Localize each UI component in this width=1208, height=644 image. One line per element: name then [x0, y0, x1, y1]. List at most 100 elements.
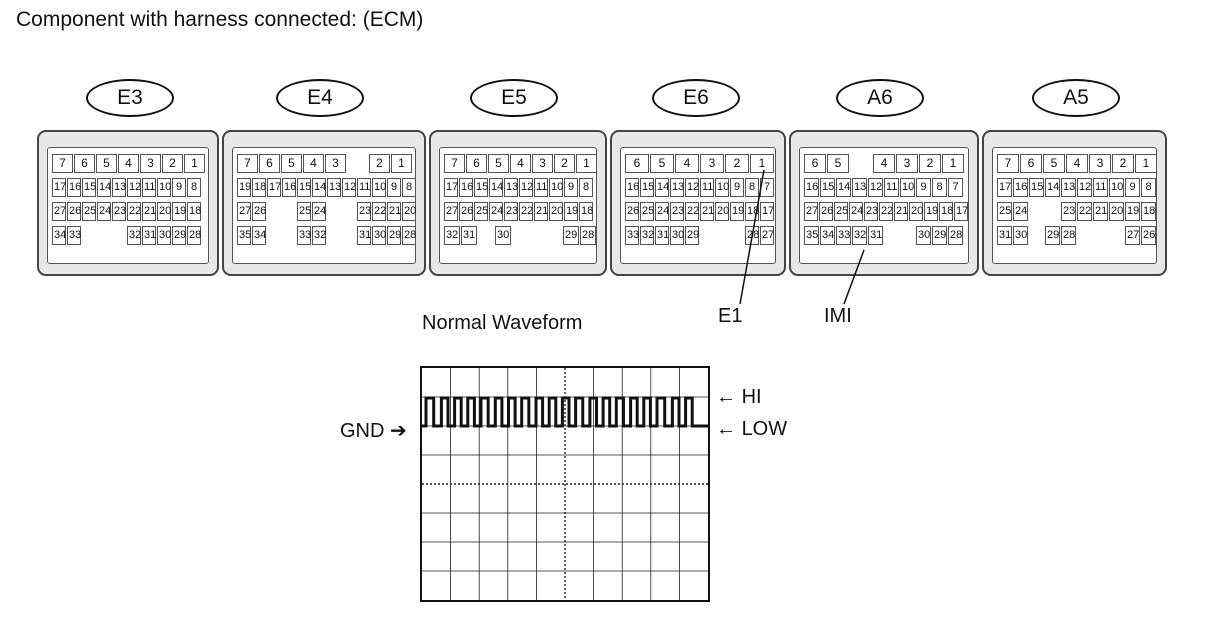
pin: 18 [745, 202, 759, 221]
pin: 33 [67, 226, 81, 245]
pin: 3 [325, 154, 346, 173]
connector-label-e4: E4 [276, 79, 364, 117]
pin: 23 [670, 202, 684, 221]
pin: 11 [1093, 178, 1108, 197]
pin: 7 [948, 178, 963, 197]
pin: 30 [1013, 226, 1028, 245]
pin: 2 [919, 154, 941, 173]
pin: 4 [118, 154, 139, 173]
pin: 25 [297, 202, 311, 221]
pin-gap [282, 202, 296, 221]
connector-label-e5: E5 [470, 79, 558, 117]
pin: 6 [1020, 154, 1042, 173]
pin: 33 [297, 226, 311, 245]
pin: 24 [489, 202, 503, 221]
pin: 13 [670, 178, 684, 197]
pin: 22 [127, 202, 141, 221]
pin: 5 [96, 154, 117, 173]
pin: 18 [187, 202, 201, 221]
pin: 35 [237, 226, 251, 245]
pin: 23 [504, 202, 518, 221]
pin: 16 [804, 178, 819, 197]
pin: 21 [387, 202, 401, 221]
pin: 28 [580, 226, 596, 245]
pin: 34 [252, 226, 266, 245]
gnd-text: GND [340, 420, 385, 442]
pin: 31 [655, 226, 669, 245]
pin: 9 [387, 178, 401, 197]
pin: 26 [252, 202, 266, 221]
pin: 31 [357, 226, 371, 245]
pin: 23 [1061, 202, 1076, 221]
pin: 3 [1089, 154, 1111, 173]
pin-gap [347, 154, 368, 173]
pin: 29 [1045, 226, 1060, 245]
pin: 21 [894, 202, 908, 221]
pin: 10 [715, 178, 729, 197]
pin: 9 [1125, 178, 1140, 197]
pin: 14 [836, 178, 851, 197]
pin: 13 [1061, 178, 1076, 197]
pin: 21 [534, 202, 548, 221]
pin: 1 [1135, 154, 1157, 173]
pin-gap [715, 226, 729, 245]
pin: 19 [237, 178, 251, 197]
pin: 8 [187, 178, 201, 197]
pin: 27 [760, 226, 774, 245]
pin: 3 [140, 154, 161, 173]
pin: 31 [997, 226, 1012, 245]
pin: 31 [142, 226, 156, 245]
pin: 5 [650, 154, 674, 173]
pin: 15 [297, 178, 311, 197]
pin: 29 [932, 226, 947, 245]
pin: 15 [474, 178, 488, 197]
pin: 2 [725, 154, 749, 173]
left-arrow-icon: ← [716, 418, 736, 440]
pin: 10 [157, 178, 171, 197]
pin-gap [342, 226, 356, 245]
pin: 18 [579, 202, 593, 221]
pin: 16 [625, 178, 639, 197]
low-label: ← LOW [716, 418, 787, 441]
pin: 15 [82, 178, 96, 197]
pin-gap [1093, 226, 1108, 245]
pin: 17 [997, 178, 1012, 197]
pin: 12 [685, 178, 699, 197]
pin: 33 [625, 226, 639, 245]
pin-gap [730, 226, 744, 245]
pin-gap [82, 226, 96, 245]
pin: 23 [864, 202, 878, 221]
pin: 26 [625, 202, 639, 221]
pin: 9 [172, 178, 186, 197]
pin: 11 [534, 178, 548, 197]
pin: 34 [52, 226, 66, 245]
pin: 3 [700, 154, 724, 173]
pin: 1 [576, 154, 597, 173]
pin: 8 [402, 178, 416, 197]
pin: 30 [372, 226, 386, 245]
pin: 27 [804, 202, 818, 221]
pin: 1 [750, 154, 774, 173]
pin: 14 [489, 178, 503, 197]
pin: 20 [549, 202, 563, 221]
pin: 27 [52, 202, 66, 221]
pin: 29 [172, 226, 186, 245]
